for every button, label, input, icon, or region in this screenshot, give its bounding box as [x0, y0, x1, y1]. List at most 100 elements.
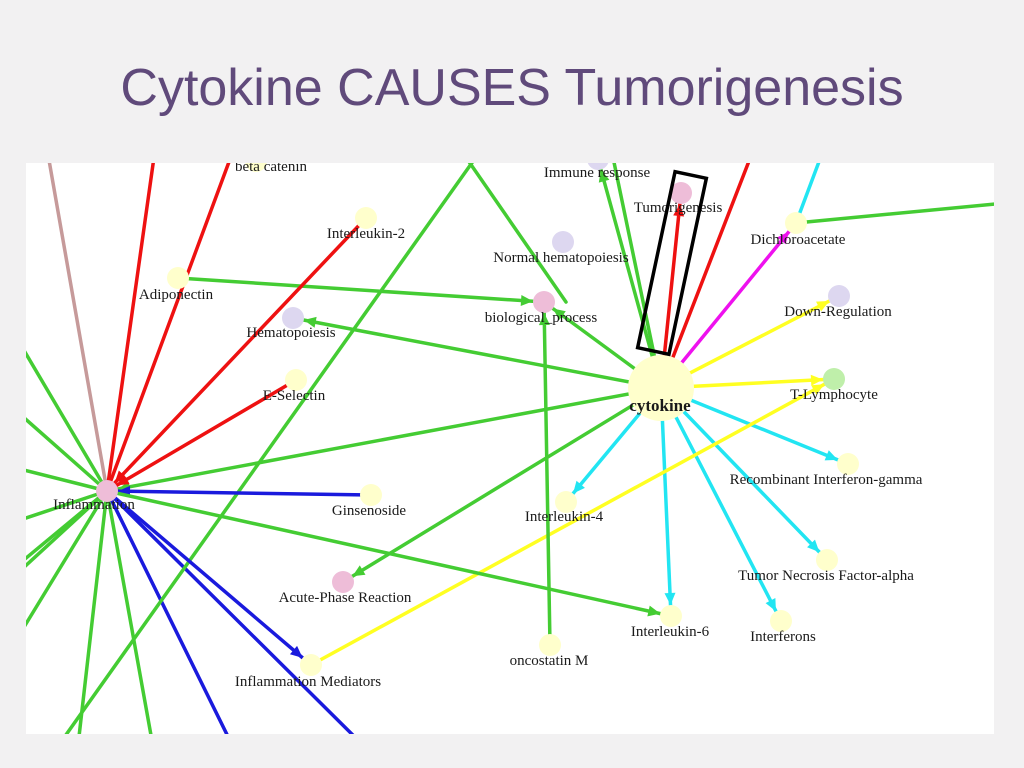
node-inflammation[interactable]: [96, 480, 118, 502]
node-tnf-alpha[interactable]: [816, 549, 838, 571]
node-recombinant-ifn-gamma[interactable]: [837, 453, 859, 475]
node-normal-hematopoiesis[interactable]: [552, 231, 574, 253]
background-edge: [105, 489, 153, 734]
background-edge: [26, 489, 109, 628]
edge-adiponectin-to-biological-process: [176, 276, 546, 304]
label-interferons: Interferons: [750, 629, 816, 645]
edge-cytokine-to-interleukin-6: [659, 386, 673, 618]
node-interleukin-4[interactable]: [555, 491, 577, 513]
edge-layer: [26, 163, 994, 734]
background-edge: [105, 489, 229, 734]
background-edge: [612, 163, 663, 390]
edge-cytokine-to-interferons: [659, 386, 783, 623]
label-acute-phase-reaction: Acute-Phase Reaction: [279, 590, 412, 606]
edge-interleukin-2-to-inflammation: [105, 216, 368, 493]
node-acute-phase-reaction[interactable]: [332, 571, 354, 593]
edge-e-selectin-to-inflammation: [105, 378, 298, 493]
edge-cytokine-to-tumorigenesis-arrowhead: [673, 203, 685, 217]
node-interleukin-2[interactable]: [355, 207, 377, 229]
edge-oncostatin-m-to-biological-process: [542, 300, 552, 647]
node-e-selectin[interactable]: [285, 369, 307, 391]
node-dichloroacetate[interactable]: [785, 212, 807, 234]
node-oncostatin-m[interactable]: [539, 634, 561, 656]
node-down-regulation[interactable]: [828, 285, 850, 307]
node-tumorigenesis[interactable]: [670, 182, 692, 204]
tumorigenesis-highlight-box: [635, 169, 709, 357]
label-t-lymphocyte: T-Lymphocyte: [790, 387, 878, 403]
edge-e-selectin-to-inflammation-arrowhead: [116, 474, 130, 486]
edge-inflammation-mediators-to-t-lymphocyte-arrowhead: [811, 384, 825, 395]
background-edge: [794, 202, 994, 225]
node-beta-catenin[interactable]: [245, 163, 267, 172]
edge-cytokine-to-recombinant-ifn-gamma-arrowhead: [824, 450, 838, 461]
edge-cytokine-to-interleukin-6-arrowhead: [664, 592, 676, 606]
label-recombinant-ifn-gamma: Recombinant Interferon-gamma: [730, 472, 923, 488]
background-edge: [659, 163, 751, 390]
label-oncostatin-m: oncostatin M: [510, 653, 589, 669]
edge-cytokine-to-biological-process-arrowhead: [552, 308, 566, 321]
node-ginsenoside[interactable]: [360, 484, 382, 506]
node-hematopoiesis[interactable]: [282, 307, 304, 329]
background-edge: [47, 163, 109, 493]
label-inflammation: Inflammation: [53, 497, 135, 513]
background-edge: [77, 489, 109, 734]
node-interleukin-6[interactable]: [660, 605, 682, 627]
edge-cytokine-to-interleukin-4-arrowhead: [573, 480, 585, 494]
background-edge: [26, 417, 109, 493]
label-beta-catenin: beta catenin: [235, 163, 308, 175]
background-edge: [26, 350, 109, 493]
label-biological-process: biological_process: [485, 310, 598, 326]
edge-interleukin-2-to-inflammation-arrowhead: [114, 470, 127, 484]
label-interleukin-4: Interleukin-4: [525, 509, 604, 525]
node-cytokine[interactable]: [628, 355, 694, 421]
background-edge: [26, 489, 109, 520]
slide-title: Cytokine CAUSES Tumorigenesis: [120, 59, 904, 117]
background-edge: [105, 163, 231, 493]
edge-cytokine-to-t-lymphocyte-arrowhead: [810, 374, 824, 386]
edge-cytokine-to-dichloroacetate: [659, 221, 798, 390]
edge-cytokine-to-hematopoiesis-arrowhead: [303, 316, 317, 328]
edge-cytokine-to-down-regulation-arrowhead: [816, 301, 830, 312]
edge-cytokine-to-immune-response-arrowhead: [598, 169, 610, 183]
background-edge: [105, 163, 155, 493]
edge-ginsenoside-to-inflammation: [105, 489, 373, 497]
node-t-lymphocyte[interactable]: [823, 368, 845, 390]
label-dichloroacetate: Dichloroacetate: [751, 232, 846, 248]
edge-cytokine-to-inflammation: [105, 386, 663, 493]
background-edge: [105, 489, 355, 734]
edge-cytokine-to-hematopoiesis: [291, 316, 663, 390]
edge-cytokine-to-dichloroacetate-arrowhead: [777, 231, 790, 245]
node-adiponectin[interactable]: [167, 267, 189, 289]
label-interleukin-2: Interleukin-2: [327, 226, 405, 242]
edge-cytokine-to-tnf-alpha: [659, 386, 829, 562]
node-layer: [96, 163, 859, 676]
edge-inflammation-to-interleukin-6-arrowhead: [647, 605, 661, 617]
edge-cytokine-to-acute-phase-reaction-arrowhead: [352, 565, 366, 577]
label-e-selectin: E-Selectin: [263, 388, 326, 404]
label-inflammation-mediators: Inflammation Mediators: [235, 674, 381, 690]
label-down-regulation: Down-Regulation: [784, 304, 892, 320]
node-immune-response[interactable]: [587, 163, 609, 170]
background-edge: [26, 489, 109, 561]
label-tnf-alpha: Tumor Necrosis Factor-alpha: [738, 568, 914, 584]
background-edge: [26, 468, 109, 493]
node-interferons[interactable]: [770, 610, 792, 632]
edge-cytokine-to-recombinant-ifn-gamma: [659, 386, 850, 466]
edge-inflammation-to-interleukin-6: [105, 489, 673, 618]
edge-inflammation-mediators-to-t-lymphocyte: [309, 377, 836, 667]
node-biological-process[interactable]: [533, 291, 555, 313]
edge-inflammation-to-inflammation-mediators-arrowhead: [289, 645, 303, 658]
label-normal-hematopoiesis: Normal hematopoiesis: [493, 250, 629, 266]
label-adiponectin: Adiponectin: [139, 287, 214, 303]
edge-cytokine-to-tnf-alpha-arrowhead: [807, 539, 820, 553]
edge-cytokine-to-interferons-arrowhead: [765, 598, 776, 612]
edge-cytokine-to-down-regulation: [659, 294, 841, 390]
background-edge: [64, 163, 474, 734]
node-inflammation-mediators[interactable]: [300, 654, 322, 676]
label-interleukin-6: Interleukin-6: [631, 624, 710, 640]
label-cytokine: cytokine: [629, 396, 691, 415]
edge-oncostatin-m-to-biological-process-arrowhead: [538, 312, 550, 326]
